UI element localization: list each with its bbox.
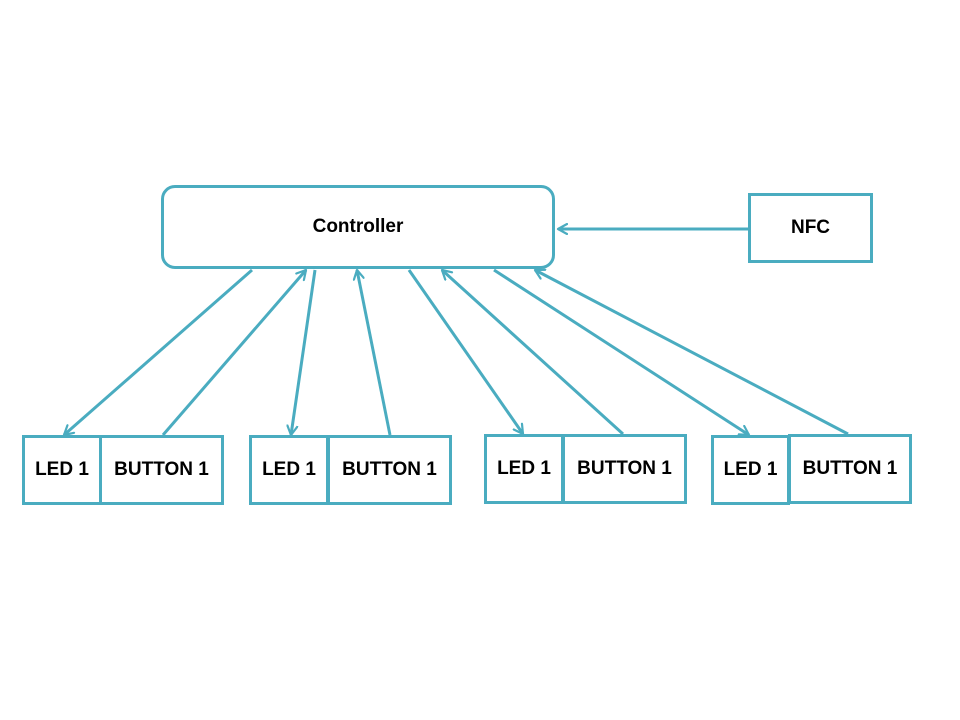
controller-label: Controller xyxy=(312,216,404,237)
led-label: LED 1 xyxy=(262,459,316,480)
button-node-1: BUTTON 1 xyxy=(99,435,224,505)
led-node-4: LED 1 xyxy=(711,435,790,505)
arrow-controller-to-led-4 xyxy=(493,268,749,437)
button-label: BUTTON 1 xyxy=(342,459,437,480)
arrow-button-3-to-controller xyxy=(442,268,625,436)
button-label: BUTTON 1 xyxy=(802,458,898,479)
arrow-controller-to-led-3 xyxy=(407,269,525,434)
arrow-button-2-to-controller xyxy=(357,270,392,436)
arrow-button-4-to-controller xyxy=(535,270,849,436)
button-label: BUTTON 1 xyxy=(114,459,209,480)
arrow-button-1-to-controller xyxy=(161,270,308,436)
nfc-label: NFC xyxy=(790,217,831,238)
led-label: LED 1 xyxy=(723,459,778,480)
led-node-2: LED 1 xyxy=(249,435,329,505)
button-node-2: BUTTON 1 xyxy=(327,435,452,505)
button-label: BUTTON 1 xyxy=(577,458,672,479)
button-node-3: BUTTON 1 xyxy=(562,434,687,504)
led-node-1: LED 1 xyxy=(22,435,102,505)
led-node-3: LED 1 xyxy=(484,434,564,504)
nfc-node: NFC xyxy=(748,193,873,263)
led-label: LED 1 xyxy=(497,458,551,479)
arrow-controller-to-led-1 xyxy=(64,268,253,437)
button-node-4: BUTTON 1 xyxy=(788,434,912,504)
controller-node: Controller xyxy=(161,185,555,269)
arrow-controller-to-led-2 xyxy=(291,269,317,435)
led-label: LED 1 xyxy=(35,459,89,480)
